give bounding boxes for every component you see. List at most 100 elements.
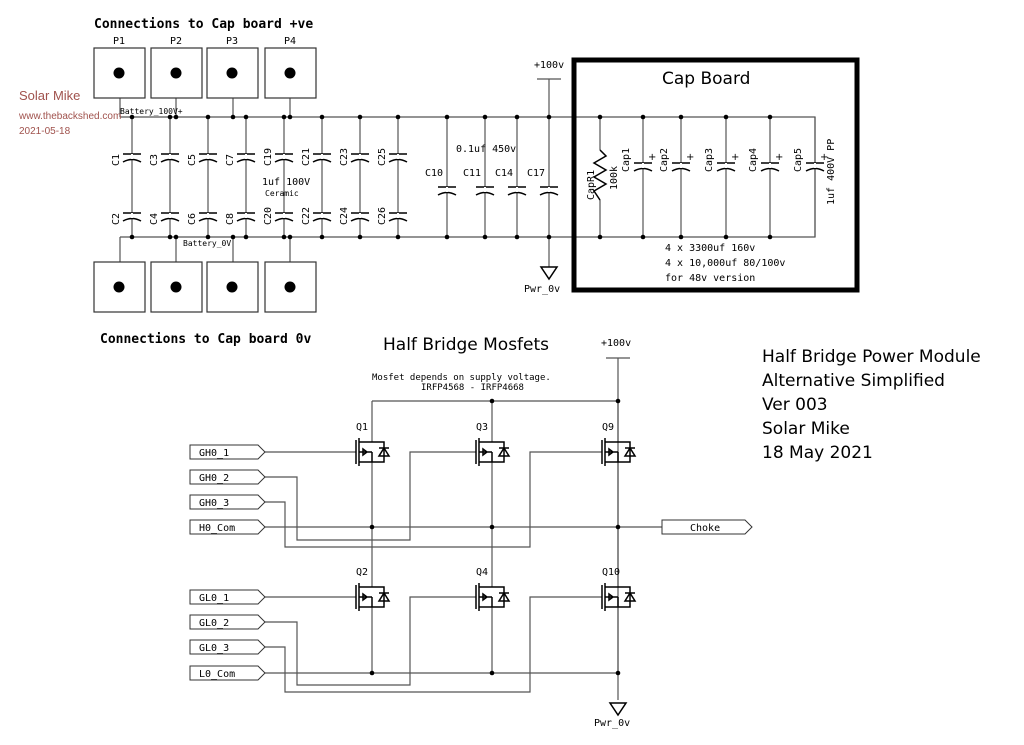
ceramic-cap-plate: [274, 158, 294, 163]
bottom-connections-title: Connections to Cap board 0v: [100, 332, 311, 347]
port-label: GH0_2: [199, 473, 229, 484]
junction-dot: [357, 114, 363, 120]
junction-dot: [597, 114, 603, 120]
port-flag: [189, 589, 266, 605]
ceramic-cap-gap: [397, 213, 399, 218]
mosfet-body: [605, 441, 631, 463]
cap-label: C22: [301, 207, 312, 225]
ceramic-cap-gap: [207, 213, 209, 218]
ceramic-cap-gap: [131, 213, 133, 218]
cap-label: C5: [187, 154, 198, 166]
film-cap-value: 0.1uf 450v: [456, 144, 516, 155]
ceramic-cap-plate: [388, 158, 408, 163]
port-flag: [189, 519, 266, 535]
port-label: GL0_3: [199, 643, 229, 654]
port-flag: [189, 665, 266, 681]
junction-dot: [489, 670, 495, 676]
cap-board-note-2: 4 x 10,000uf 80/100v: [665, 258, 785, 269]
choke-port-label: Choke: [690, 523, 720, 534]
junction-dot: [129, 114, 135, 120]
junction-dot: [243, 114, 249, 120]
ceramic-cap-gap: [397, 154, 399, 159]
film-cap-label: C17: [527, 168, 545, 179]
junction-dot: [444, 234, 450, 240]
polarity-mark: +: [648, 152, 656, 163]
ceramic-cap-plate: [312, 217, 332, 222]
wire: [265, 596, 476, 686]
mosfet-body: [359, 586, 385, 608]
watermark-site: www.thebackshed.com: [18, 111, 121, 122]
cap-label: C23: [339, 148, 350, 166]
mosfet-label: Q10: [602, 567, 620, 578]
junction-dot: [167, 234, 173, 240]
cap-board-outline: [571, 57, 860, 293]
ceramic-cap-gap: [359, 213, 361, 218]
net-ground-top: Pwr_0v: [524, 284, 560, 295]
ceramic-cap-gap: [321, 213, 323, 218]
ceramic-cap-gap: [283, 154, 285, 159]
wire: [265, 451, 602, 548]
junction-dot: [597, 234, 603, 240]
junction-dot: [767, 234, 773, 240]
pad-hole: [284, 67, 296, 79]
net-supply-top: +100v: [534, 60, 564, 71]
pad-hole: [284, 281, 296, 293]
body-diode: [497, 591, 511, 602]
cap-board-title: Cap Board: [662, 69, 750, 89]
junction-dot: [287, 234, 293, 240]
ceramic-cap-type: Ceramic: [265, 189, 299, 198]
port-flag: [189, 444, 266, 460]
film-cap-plate: [507, 191, 527, 196]
junction-dot: [395, 234, 401, 240]
port-label: H0_Com: [199, 523, 235, 534]
port-flag: [189, 494, 266, 510]
junction-dot: [369, 670, 375, 676]
junction-dot: [615, 670, 621, 676]
ceramic-cap-plate: [274, 217, 294, 222]
ceramic-cap-plate: [350, 217, 370, 222]
ceramic-cap-gap: [131, 154, 133, 159]
cap-label: C1: [111, 154, 122, 166]
title-block: Half Bridge Power Module Alternative Sim…: [762, 347, 981, 463]
ceramic-cap-gap: [245, 213, 247, 218]
bridge-title: Half Bridge Mosfets: [383, 335, 549, 355]
electrolytic-cap-plate: [633, 167, 653, 172]
pad-label-top: P4: [284, 36, 296, 47]
junction-dot: [357, 234, 363, 240]
film-cap-label: C14: [495, 168, 513, 179]
junction-dot: [546, 114, 552, 120]
port-label: GL0_1: [199, 593, 229, 604]
ceramic-cap-gap: [207, 154, 209, 159]
polarity-mark: +: [686, 152, 694, 163]
cap-board-cap-label: Cap5: [793, 148, 804, 172]
electrolytic-cap-gap: [680, 163, 682, 168]
mosfet-label: Q4: [476, 567, 488, 578]
cap-board-note-1: 4 x 3300uf 160v: [665, 243, 755, 254]
body-diode: [623, 446, 637, 457]
mosfet-label: Q3: [476, 422, 488, 433]
film-cap-plate: [475, 191, 495, 196]
watermark-date: 2021-05-18: [19, 126, 71, 137]
port-flag: [189, 469, 266, 485]
junction-dot: [546, 234, 552, 240]
ceramic-cap-gap: [283, 213, 285, 218]
junction-dot: [640, 114, 646, 120]
film-cap-plate: [539, 191, 559, 196]
junction-dot: [640, 234, 646, 240]
junction-dot: [243, 234, 249, 240]
pad-hole: [226, 67, 238, 79]
title-line-1: Half Bridge Power Module: [762, 347, 981, 367]
junction-dot: [287, 114, 293, 120]
net-battery-pos: Battery_100V+: [120, 107, 183, 116]
cap-label: C25: [377, 148, 388, 166]
cap-label: C6: [187, 213, 198, 225]
junction-dot: [482, 234, 488, 240]
junction-dot: [319, 234, 325, 240]
junction-dot: [615, 524, 621, 530]
junction-dot: [767, 114, 773, 120]
ceramic-cap-gap: [321, 154, 323, 159]
bridge-note-1: Mosfet depends on supply voltage.: [372, 373, 551, 383]
port-label: GH0_3: [199, 498, 229, 509]
net-battery-neg: Battery_0V: [183, 239, 231, 248]
